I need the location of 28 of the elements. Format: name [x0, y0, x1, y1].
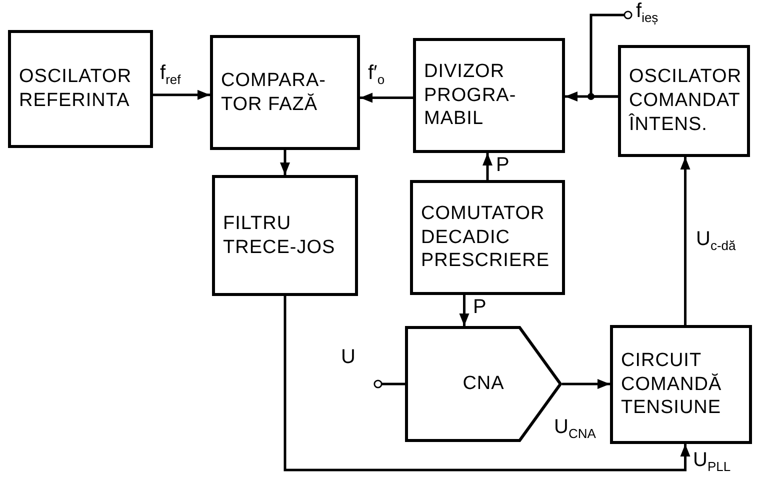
block — [410, 180, 565, 295]
block-label: FILTRU TRECE-JOS — [223, 212, 336, 260]
connector — [590, 10, 632, 98]
edge-label: f$_{ieș}$ — [634, 0, 660, 26]
block-label: DIVIZOR PROGRA- MABIL — [424, 60, 518, 132]
connector — [280, 150, 290, 175]
edge-label: f$_{ref}$ — [158, 62, 183, 88]
edge-label: f′$_{o}$ — [366, 62, 387, 88]
connector — [562, 379, 610, 389]
connector — [374, 380, 405, 388]
block — [8, 30, 153, 148]
block-label: CNA — [462, 372, 504, 396]
block-label: OSCILATOR REFERINTA — [19, 65, 133, 113]
block-label: COMPARA- TOR FAZĂ — [221, 68, 327, 116]
connector — [459, 295, 470, 326]
connector — [360, 92, 413, 103]
block — [618, 45, 750, 157]
connector — [680, 157, 690, 325]
block-label: CIRCUIT COMANDĂ TENSIUNE — [621, 348, 723, 420]
block-label: COMUTATOR DECADIC PRESCRIERE — [421, 202, 551, 274]
block — [610, 325, 752, 444]
block — [210, 35, 360, 150]
block-label: OSCILATOR COMANDAT ÎNTENS. — [629, 65, 742, 137]
block — [413, 38, 565, 153]
connector — [284, 296, 690, 472]
connector — [153, 90, 210, 100]
connector — [482, 153, 492, 180]
block — [212, 175, 358, 296]
